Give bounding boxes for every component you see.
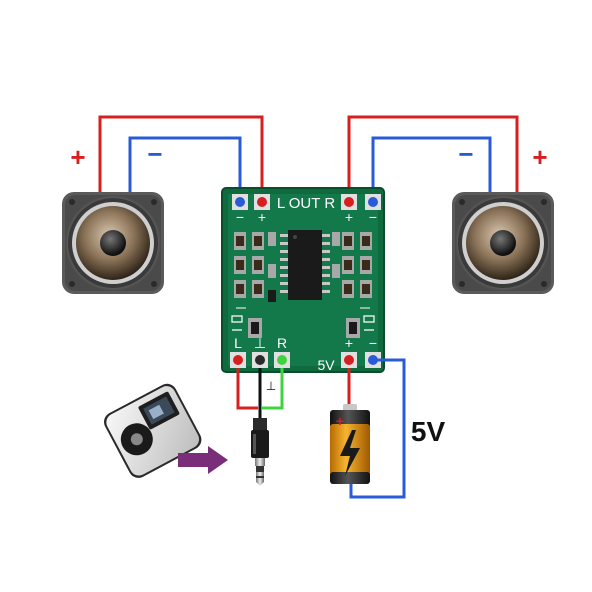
smd-components-right — [332, 232, 372, 298]
pin-label-ground: ⊥ — [254, 335, 266, 351]
left-speaker-minus-label: − — [147, 139, 162, 169]
audio-right-wire — [262, 368, 284, 410]
left-speaker-plus-label: + — [70, 142, 85, 172]
board-power-label: 5V — [317, 357, 335, 373]
board-top-label: L OUT R — [277, 195, 336, 212]
board-top-minus-right: − — [369, 209, 377, 225]
battery-plus-label: + — [336, 413, 344, 429]
voltage-label: 5V — [411, 416, 446, 447]
audio-jack-icon — [251, 418, 269, 486]
board-top-plus-right: + — [345, 209, 353, 225]
right-speaker-negative-wire — [371, 136, 492, 204]
ground-symbol: ⊥ — [266, 379, 276, 393]
top-pads — [232, 194, 381, 210]
left-speaker-positive-wire — [98, 115, 264, 204]
mp3-player-icon — [104, 383, 202, 478]
smd-components-lower — [231, 307, 375, 338]
right-speaker-minus-label: − — [458, 139, 473, 169]
left-speaker-icon — [62, 192, 164, 294]
right-speaker-positive-wire — [347, 115, 519, 204]
arrow-right-icon — [178, 446, 228, 474]
board-top-minus-left: − — [236, 209, 244, 225]
board-top-plus-left: + — [258, 209, 266, 225]
board-bottom-minus: − — [369, 335, 377, 351]
battery-icon — [330, 404, 370, 484]
battery-negative-wire — [349, 358, 406, 499]
right-speaker-icon — [452, 192, 554, 294]
ic-chip — [280, 230, 330, 300]
left-speaker-negative-wire — [128, 136, 242, 204]
pin-label-r: R — [277, 335, 287, 351]
smd-components-left — [234, 232, 276, 302]
pin-label-l: L — [234, 335, 242, 351]
right-speaker-plus-label: + — [532, 142, 547, 172]
amplifier-board: L OUT R − + + − — [221, 187, 385, 373]
audio-left-wire — [236, 368, 258, 410]
board-bottom-plus: + — [345, 335, 353, 351]
